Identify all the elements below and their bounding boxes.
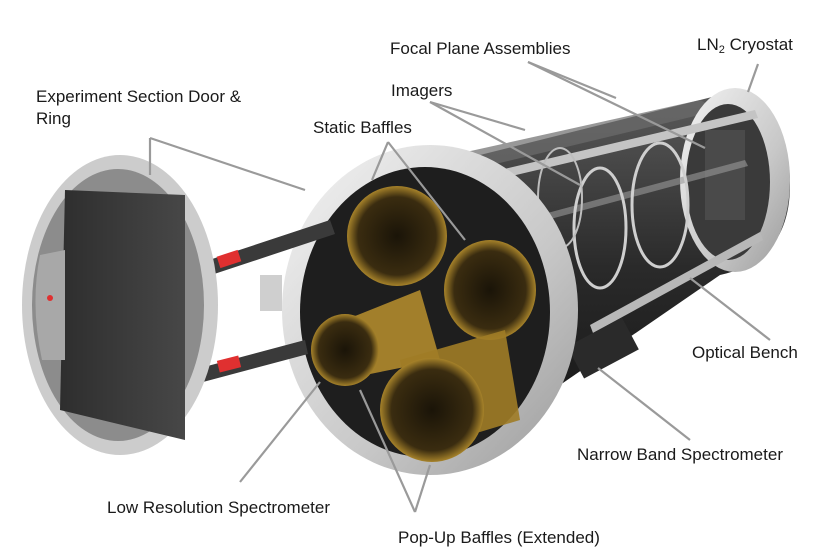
label-ln2-subscript: 2 [718, 44, 725, 56]
label-narrow-band-spectrometer: Narrow Band Spectrometer [577, 445, 783, 464]
hinge-arms [185, 220, 335, 386]
cryostat-cap [680, 88, 790, 272]
popup-baffle-bottom [380, 330, 520, 462]
label-imagers: Imagers [391, 81, 453, 100]
label-experiment-door: Experiment Section Door & Ring [36, 87, 242, 128]
static-baffle-top [347, 186, 447, 286]
label-optical-bench: Optical Bench [692, 343, 798, 362]
label-popup-baffles: Pop-Up Baffles (Extended) [398, 528, 600, 547]
narrow-band-spectrometer [567, 317, 639, 379]
optical-bench [500, 110, 763, 333]
label-ln2-main: LN [697, 35, 719, 54]
label-ln2-cryostat: LN2 Cryostat [697, 34, 793, 61]
label-static-baffles: Static Baffles [313, 118, 412, 137]
label-low-resolution-spectrometer: Low Resolution Spectrometer [107, 498, 331, 517]
label-cryostat-text: Cryostat [724, 35, 793, 54]
static-baffle-right [444, 240, 536, 340]
experiment-door [22, 155, 218, 455]
label-focal-plane-assemblies: Focal Plane Assemblies [390, 39, 571, 58]
leader-lines [148, 60, 771, 513]
